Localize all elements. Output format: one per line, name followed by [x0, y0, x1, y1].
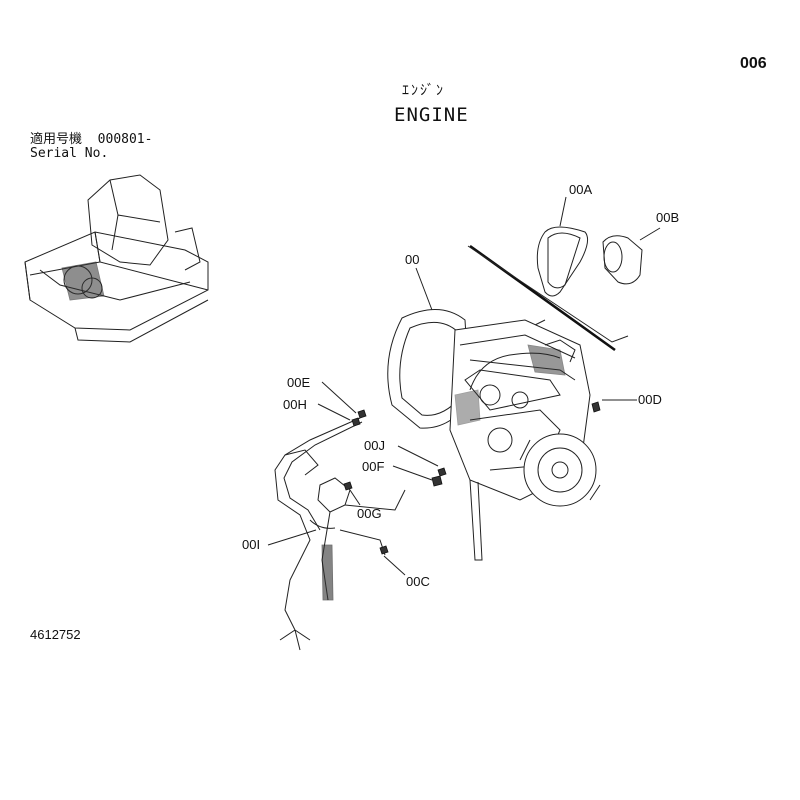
callout-00H: 00H	[283, 397, 307, 412]
wiring-harness	[274, 417, 406, 651]
belt-and-cover-group	[467, 226, 643, 352]
callout-00C: 00C	[406, 574, 430, 589]
callout-00E: 00E	[287, 375, 311, 390]
callout-00B: 00B	[656, 210, 680, 225]
serial-label-en: Serial No.	[30, 146, 109, 161]
title-english: ENGINE	[394, 104, 469, 126]
leader-lines	[267, 196, 661, 576]
drawing-number: 4612752	[30, 627, 81, 642]
callout-00F: 00F	[362, 459, 385, 474]
title-japanese: ｴﾝｼﾞﾝ	[402, 82, 445, 98]
small-parts	[343, 401, 601, 555]
callout-00A: 00A	[569, 182, 593, 197]
serial-from: 000801-	[97, 132, 153, 147]
callout-00: 00	[405, 252, 420, 267]
serial-label-jp: 適用号機	[30, 132, 83, 147]
serial-row: 適用号機 000801-	[30, 133, 152, 147]
serial-applicability: 適用号機 000801- Serial No.	[30, 133, 152, 161]
callout-00D: 00D	[638, 392, 662, 407]
engine-assembly	[387, 309, 601, 561]
page-code: 006	[740, 55, 767, 72]
machine-overview-illustration	[24, 174, 209, 343]
callout-00I: 00I	[242, 537, 261, 552]
callout-00G: 00G	[357, 506, 382, 521]
callout-00J: 00J	[364, 438, 385, 453]
